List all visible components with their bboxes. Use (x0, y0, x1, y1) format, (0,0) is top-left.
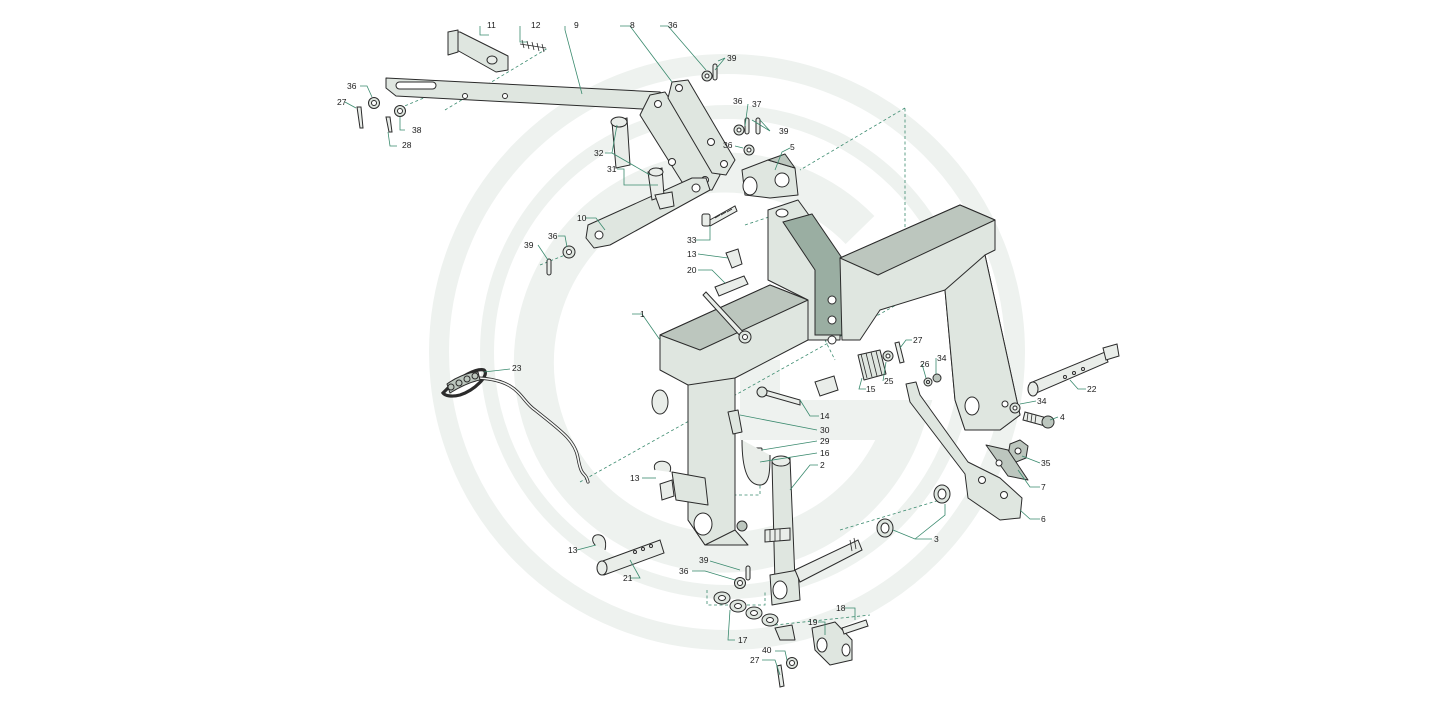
linkage-plates (585, 79, 736, 249)
callout-6: 6 (1041, 514, 1046, 524)
callout-39: 39 (699, 555, 709, 565)
link-pins (610, 116, 675, 210)
callout-9: 9 (574, 20, 579, 30)
callout-35: 35 (1041, 458, 1051, 468)
callout-21: 21 (623, 573, 633, 583)
handle-with-cable (440, 368, 590, 484)
callout-17: 17 (738, 635, 748, 645)
post-and-axle (769, 455, 951, 606)
callout-12: 12 (531, 20, 541, 30)
callout-36: 36 (723, 140, 733, 150)
clamp-block (741, 153, 799, 199)
callout-13: 13 (687, 249, 697, 259)
callout-7: 7 (1041, 482, 1046, 492)
callout-38: 38 (412, 125, 422, 135)
callout-27: 27 (913, 335, 923, 345)
small-hardware (356, 63, 761, 344)
callout-36: 36 (347, 81, 357, 91)
lower-pins (592, 460, 791, 576)
callout-13: 13 (630, 473, 640, 483)
callout-30: 30 (820, 425, 830, 435)
chain-and-bracket (713, 565, 869, 688)
callout-15: 15 (866, 384, 876, 394)
callout-39: 39 (779, 126, 789, 136)
callout-34: 34 (937, 353, 947, 363)
stabilizer-arm (905, 381, 1029, 521)
callout-31: 31 (607, 164, 617, 174)
callout-2: 2 (820, 460, 825, 470)
callout-20: 20 (687, 265, 697, 275)
callout-11: 11 (487, 20, 496, 30)
callout-39: 39 (727, 53, 737, 63)
callout-14: 14 (820, 411, 830, 421)
callout-22: 22 (1087, 384, 1097, 394)
callout-36: 36 (668, 20, 678, 30)
callout-28: 28 (402, 140, 412, 150)
callout-18: 18 (836, 603, 846, 613)
callout-36: 36 (733, 96, 743, 106)
bracket-assembly (447, 29, 547, 73)
callout-36: 36 (548, 231, 558, 241)
callout-39: 39 (524, 240, 534, 250)
callout-10: 10 (577, 213, 587, 223)
callout-36: 36 (679, 566, 689, 576)
right-side-hardware (857, 341, 1120, 463)
callout-25: 25 (884, 376, 894, 386)
callout-37: 37 (752, 99, 762, 109)
callout-27: 27 (750, 655, 760, 665)
callout-8: 8 (630, 20, 635, 30)
callout-13: 13 (568, 545, 578, 555)
callout-32: 32 (594, 148, 604, 158)
callout-29: 29 (820, 436, 830, 446)
callout-34: 34 (1037, 396, 1047, 406)
callout-23: 23 (512, 363, 522, 373)
callout-26: 26 (920, 359, 930, 369)
callout-40: 40 (762, 645, 772, 655)
callout-1: 1 (640, 309, 645, 319)
callout-33: 33 (687, 235, 697, 245)
callout-27: 27 (337, 97, 347, 107)
leader-lines (344, 25, 1086, 676)
callout-5: 5 (790, 142, 795, 152)
callout-16: 16 (820, 448, 830, 458)
callout-4: 4 (1060, 412, 1065, 422)
lever-pin-group (727, 375, 839, 486)
callout-19: 19 (808, 617, 818, 627)
callout-3: 3 (934, 534, 939, 544)
